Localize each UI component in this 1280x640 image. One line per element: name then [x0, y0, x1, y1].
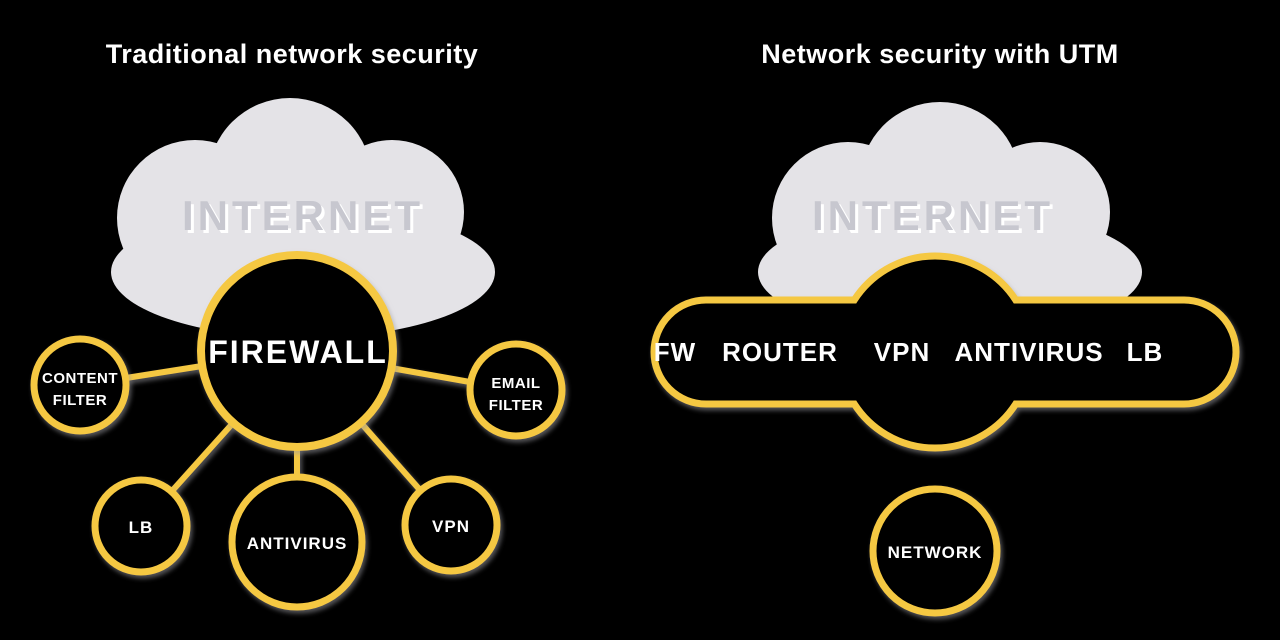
lb-node-label: LB — [129, 518, 154, 537]
email-filter-label-line1: EMAIL — [491, 375, 540, 392]
left-panel-title: Traditional network security — [106, 39, 479, 69]
utm-item-router: ROUTER — [722, 337, 838, 367]
vpn-node-label: VPN — [432, 517, 470, 536]
right-panel-title: Network security with UTM — [761, 39, 1119, 69]
link-firewall-lb — [169, 420, 236, 494]
content-filter-label-line1: CONTENT — [42, 370, 118, 387]
utm-panel: Network security with UTM INTERNET INTER… — [650, 39, 1240, 617]
link-firewall-content-filter — [125, 363, 203, 381]
vpn-node — [401, 475, 501, 575]
content-filter-label-line2: FILTER — [53, 392, 107, 409]
firewall-node — [197, 251, 397, 451]
email-filter-label-line2: FILTER — [489, 397, 543, 414]
utm-item-antivirus: ANTIVIRUS — [954, 337, 1103, 367]
utm-item-vpn: VPN — [874, 337, 930, 367]
link-firewall-vpn — [358, 421, 423, 492]
utm-item-fw: FW — [654, 337, 696, 367]
lb-node — [91, 476, 191, 576]
content-filter-node — [30, 335, 130, 435]
network-node-label: NETWORK — [888, 543, 983, 562]
link-firewall-email-filter — [390, 365, 471, 385]
right-internet-label-highlight: INTERNET — [815, 195, 1057, 242]
network-node — [869, 485, 1001, 617]
antivirus-node — [228, 473, 366, 611]
antivirus-node-label: ANTIVIRUS — [247, 534, 348, 553]
right-internet-label: INTERNET — [812, 192, 1054, 239]
left-internet-label: INTERNET — [182, 192, 424, 239]
email-filter-node — [466, 340, 566, 440]
utm-function-labels: FW ROUTER VPN ANTIVIRUS LB — [654, 337, 1164, 367]
firewall-node-label: FIREWALL — [208, 334, 388, 370]
left-connector-lines — [125, 363, 471, 494]
utm-item-lb: LB — [1127, 337, 1164, 367]
utm-appliance-shape — [650, 252, 1240, 452]
traditional-panel: Traditional network security INTERNET IN… — [30, 39, 566, 611]
left-internet-label-highlight: INTERNET — [185, 195, 427, 242]
